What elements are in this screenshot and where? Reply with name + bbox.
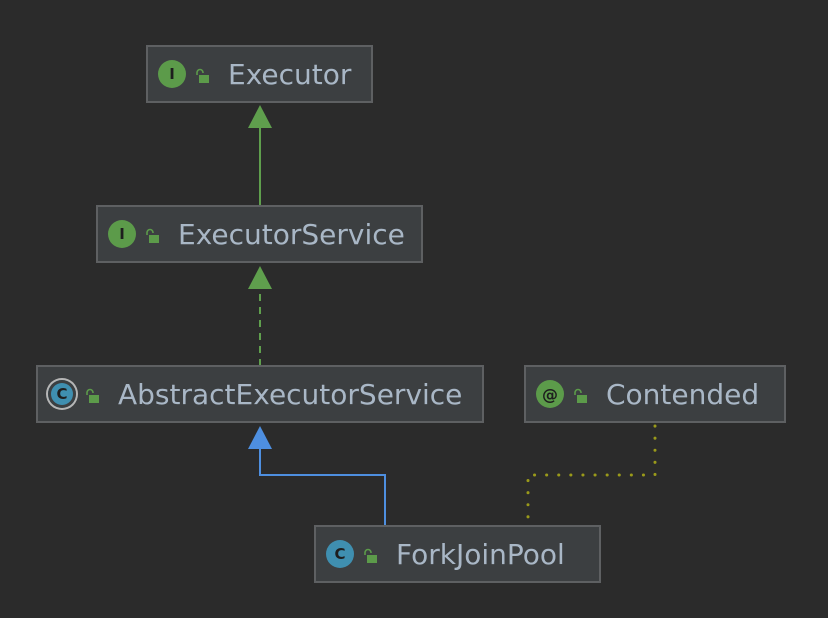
- node-label: ExecutorService: [178, 217, 405, 251]
- arrowhead-icon: [248, 266, 272, 289]
- interface-icon: I: [158, 60, 186, 88]
- node-fork-join-pool[interactable]: C ForkJoinPool: [314, 525, 601, 583]
- edge-forkjoinpool-to-abstractexecutorservice: [248, 426, 386, 526]
- arrowhead-icon: [248, 105, 272, 128]
- abstract-class-icon: C: [48, 380, 76, 408]
- node-abstract-executor-service[interactable]: C AbstractExecutorService: [36, 365, 484, 423]
- public-lock-icon: [194, 58, 210, 91]
- public-lock-icon: [362, 538, 378, 571]
- class-icon: C: [326, 540, 354, 568]
- interface-icon: I: [108, 220, 136, 248]
- node-executor[interactable]: I Executor: [146, 45, 373, 103]
- public-lock-icon: [144, 218, 160, 251]
- public-lock-icon: [572, 378, 588, 411]
- annotation-icon: @: [536, 380, 564, 408]
- node-label: AbstractExecutorService: [118, 377, 463, 411]
- edge-abstractexecutorservice-to-executorservice: [248, 266, 272, 366]
- public-lock-icon: [84, 378, 100, 411]
- arrowhead-icon: [248, 426, 272, 449]
- node-contended[interactable]: @ Contended: [524, 365, 786, 423]
- edge-forkjoinpool-to-contended: [526, 424, 657, 524]
- node-label: Executor: [228, 57, 352, 91]
- edge-executorservice-to-executor: [248, 105, 272, 206]
- node-label: Contended: [606, 377, 760, 411]
- node-executor-service[interactable]: I ExecutorService: [96, 205, 423, 263]
- node-label: ForkJoinPool: [396, 537, 565, 571]
